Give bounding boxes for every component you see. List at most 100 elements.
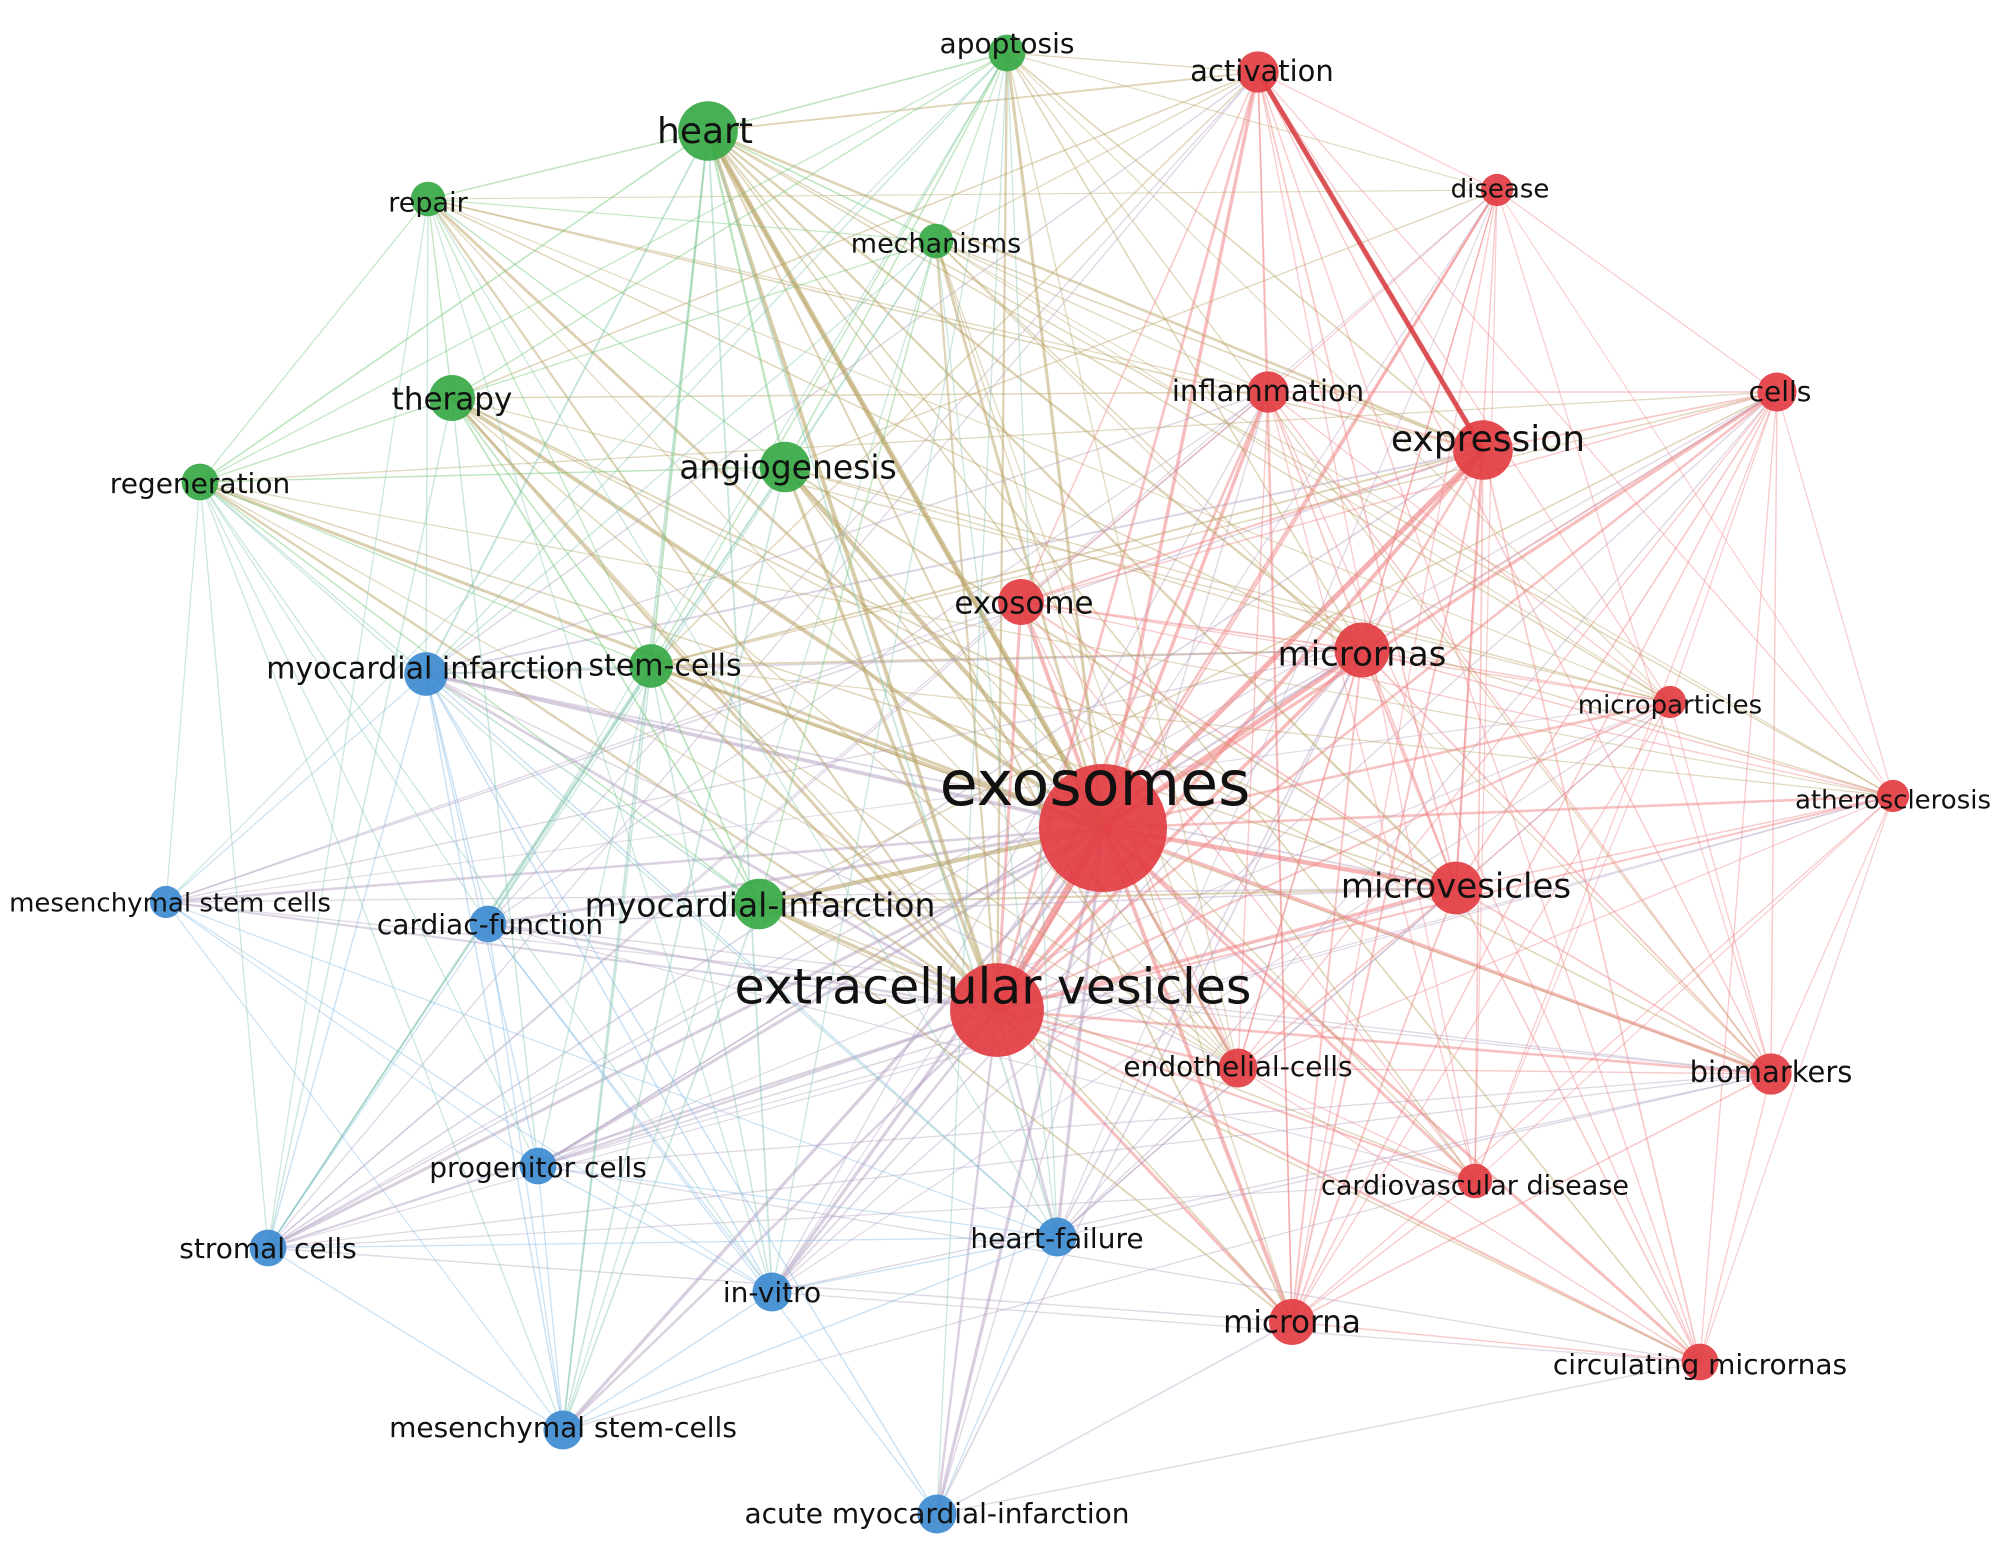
edge-stem-cells--in-vitro [650, 665, 773, 1293]
node-cells[interactable] [1757, 372, 1797, 412]
edge-expression--stem-cells [650, 449, 1484, 667]
node-acute-myocardial-infarction[interactable] [917, 1494, 957, 1534]
edge-cells--myocardial-infarction-g [758, 391, 1778, 905]
edge-inflammation--myocardial-infarction-b [425, 391, 1269, 675]
edge-cells--heart-failure [1056, 391, 1778, 1238]
label-acute-myocardial-infarction: acute myocardial-infarction [744, 1497, 1129, 1530]
edge-atherosclerosis--cardiovascular-disease [1474, 795, 1894, 1182]
node-circulating-micrornas[interactable] [1681, 1343, 1719, 1381]
node-mesenchymal-stem-cells-2[interactable] [543, 1410, 583, 1450]
node-myocardial-infarction-g[interactable] [733, 878, 785, 930]
edge-activation--biomarkers [1257, 71, 1772, 1075]
edge-inflammation--in-vitro [771, 391, 1269, 1293]
edge-apoptosis--cardiac-function [487, 52, 1008, 925]
edge-disease--angiogenesis [784, 189, 1498, 468]
node-heart[interactable] [678, 101, 738, 161]
label-extracellular-vesicles: extracellular vesicles [735, 959, 1252, 1016]
edge-microrna--heart [707, 130, 1293, 1323]
node-myocardial-infarction-b[interactable] [404, 652, 448, 696]
edge-biomarkers--progenitor-cells [537, 1073, 1772, 1167]
edge-atherosclerosis--stem-cells [650, 665, 1894, 797]
edge-micrornas--heart [707, 130, 1363, 651]
node-stem-cells[interactable] [629, 644, 673, 688]
edge-apoptosis--mechanisms [935, 52, 1008, 242]
node-exosome[interactable] [998, 579, 1044, 625]
edge-micrornas--microvesicles [1360, 649, 1458, 889]
node-extracellular-vesicles[interactable] [950, 963, 1044, 1057]
edge-heart--stem-cells [650, 130, 709, 667]
node-atherosclerosis[interactable] [1876, 779, 1910, 813]
edge-regeneration--progenitor-cells [199, 481, 539, 1167]
edge-cardiovascular-disease--stromal-cells [267, 1180, 1476, 1249]
node-in-vitro[interactable] [752, 1272, 792, 1312]
node-cardiac-function[interactable] [469, 905, 507, 943]
node-mechanisms[interactable] [918, 223, 954, 259]
edge-activation--atherosclerosis [1257, 71, 1894, 797]
node-microrna[interactable] [1269, 1299, 1315, 1345]
edge-microparticles--apoptosis [1006, 52, 1671, 703]
edge-repair--in-vitro [427, 198, 773, 1293]
edge-activation--inflammation [1257, 71, 1269, 393]
node-progenitor-cells[interactable] [519, 1147, 557, 1185]
edge-microparticles--cardiovascular-disease [1474, 701, 1671, 1182]
edge-exosomes--circulating-micrornas [1101, 826, 1702, 1364]
edge-expression--cardiovascular-disease [1474, 449, 1484, 1182]
edge-microvesicles--regeneration [199, 481, 1457, 889]
edge-heart--repair [427, 130, 709, 200]
edge-micrornas--atherosclerosis [1361, 649, 1894, 797]
node-mesenchymal-stem-cells[interactable] [149, 885, 183, 919]
node-microvesicles[interactable] [1429, 861, 1483, 915]
edge-heart-failure--mesenchymal-stem-cells-2 [562, 1236, 1058, 1431]
edge-cardiac-function--stromal-cells [267, 923, 489, 1249]
node-micrornas[interactable] [1334, 622, 1390, 678]
node-endothelial-cells[interactable] [1218, 1048, 1258, 1088]
edge-apoptosis--acute-myocardial-infarction [936, 52, 1008, 1515]
node-activation[interactable] [1237, 51, 1279, 93]
edge-therapy--stem-cells [451, 397, 652, 667]
edge-activation--circulating-micrornas [1257, 71, 1701, 1363]
node-angiogenesis[interactable] [759, 441, 811, 493]
node-inflammation[interactable] [1247, 371, 1289, 413]
edge-exosomes--activation [1101, 71, 1260, 829]
edge-mesenchymal-stem-cells--progenitor-cells [165, 901, 539, 1167]
edge-mechanisms--myocardial-infarction-g [758, 240, 937, 905]
edge-exosomes--cardiovascular-disease [1102, 826, 1476, 1183]
edge-microrna--acute-myocardial-infarction [936, 1321, 1293, 1515]
label-micrornas: micrornas [1278, 635, 1447, 675]
edge-stem-cells--myocardial-infarction-g [650, 665, 760, 905]
edge-extracellular-vesicles--activation [995, 71, 1260, 1011]
edge-cells--microrna [1291, 391, 1778, 1323]
edge-microvesicles--microrna [1291, 887, 1457, 1323]
node-exosomes[interactable] [1039, 764, 1167, 892]
label-disease: disease [1451, 175, 1550, 205]
node-heart-failure[interactable] [1037, 1217, 1077, 1257]
node-repair[interactable] [410, 181, 446, 217]
label-myocardial-infarction-b: myocardial infarction [266, 652, 584, 687]
node-expression[interactable] [1453, 420, 1513, 480]
edge-microvesicles--microparticles [1455, 701, 1671, 889]
edge-circulating-micrornas--myocardial-infarction-g [758, 903, 1701, 1363]
edge-exosomes--cardiac-function [487, 826, 1104, 926]
node-microparticles[interactable] [1653, 685, 1687, 719]
edge-expression--exosome [1020, 449, 1484, 603]
edge-expression--micrornas [1360, 449, 1485, 651]
label-mechanisms: mechanisms [851, 229, 1021, 260]
node-stromal-cells[interactable] [249, 1229, 287, 1267]
edge-microvesicles--cardiac-function [487, 887, 1457, 925]
node-regeneration[interactable] [181, 463, 219, 501]
label-therapy: therapy [392, 382, 513, 418]
edge-stem-cells--progenitor-cells [537, 665, 652, 1167]
edge-heart--myocardial-infarction-b [425, 130, 709, 675]
edge-activation--myocardial-infarction-b [425, 71, 1259, 675]
edge-repair--angiogenesis [427, 198, 786, 468]
node-cardiovascular-disease[interactable] [1457, 1163, 1493, 1199]
edge-inflammation--repair [427, 198, 1269, 393]
edge-biomarkers--circulating-micrornas [1699, 1073, 1772, 1363]
node-therapy[interactable] [429, 375, 475, 421]
node-disease[interactable] [1480, 173, 1514, 207]
edge-regeneration--myocardial-infarction-b [199, 481, 427, 675]
node-apoptosis[interactable] [988, 34, 1026, 72]
edge-microparticles--mechanisms [935, 240, 1671, 703]
node-biomarkers[interactable] [1750, 1053, 1792, 1095]
label-expression: expression [1391, 419, 1585, 460]
